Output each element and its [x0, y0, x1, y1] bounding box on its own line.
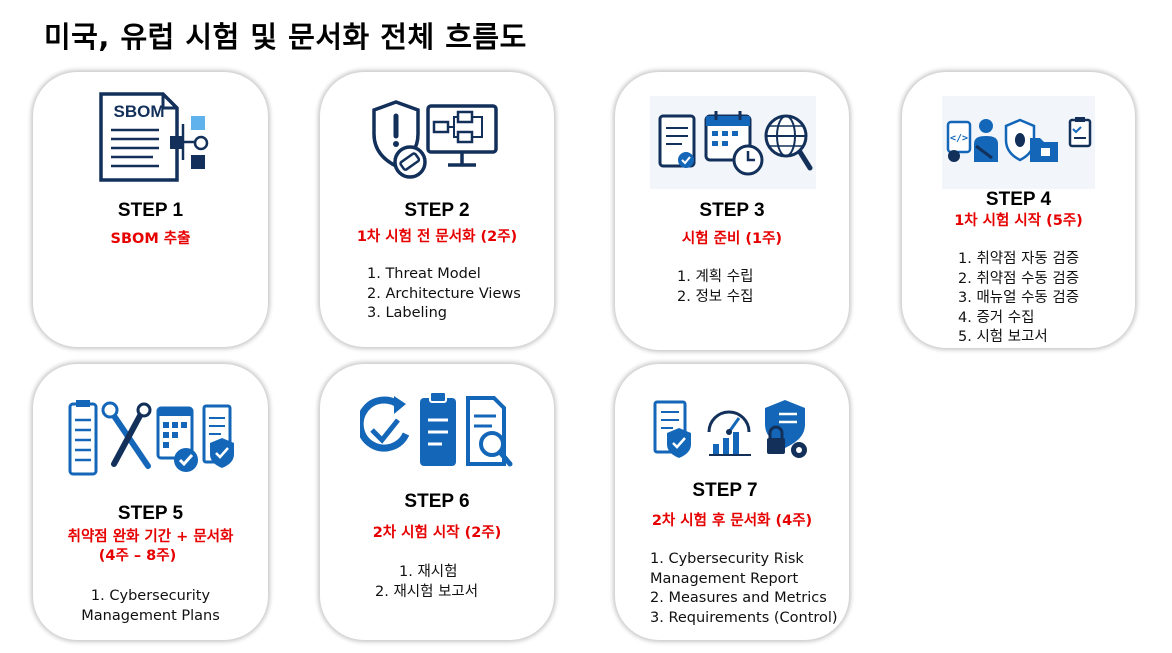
page-title: 미국, 유럽 시험 및 문서화 전체 흐름도: [44, 20, 527, 54]
step-7-subtitle: 2차 시험 후 문서화 (4주): [651, 513, 813, 529]
step-7-label: STEP 7: [692, 480, 758, 501]
bug-shield-icon: [1004, 118, 1036, 162]
step-4-icons: </>: [942, 96, 1095, 189]
step-2-label: STEP 2: [404, 200, 470, 221]
tools-icon: [101, 401, 152, 469]
step-5-icons: [68, 400, 234, 476]
gauge-chart-icon: [707, 410, 751, 456]
step-5-label: STEP 5: [117, 503, 184, 524]
step-5-subtitle-line-2: (4주 – 8주): [98, 548, 177, 564]
tag-icon: [393, 145, 427, 179]
list-item: 3. 매뉴얼 수동 검증: [958, 290, 1080, 306]
step-1-subtitle: SBOM 추출: [110, 231, 191, 247]
calendar-clock-icon: [704, 111, 764, 176]
step-7-card: STEP 7 2차 시험 후 문서화 (4주) 1. Cybersecurity…: [615, 364, 849, 640]
list-item: 5. 시험 보고서: [958, 329, 1048, 345]
refresh-check-icon: [360, 396, 410, 452]
step-5-subtitle-line-1: 취약점 완화 기간 + 문서화: [67, 529, 234, 545]
list-item: 3. Labeling: [367, 305, 447, 321]
list-item: 2. Architecture Views: [367, 285, 521, 302]
step-3-subtitle: 시험 준비 (1주): [681, 231, 783, 247]
list-item: 1. 재시험: [399, 564, 458, 580]
list-item: 1. 취약점 자동 검증: [958, 251, 1080, 267]
sbom-document-icon: SBOM: [99, 92, 209, 182]
list-item: 1. Cybersecurity: [90, 588, 211, 604]
list-item: 2. 취약점 수동 검증: [958, 270, 1080, 287]
step-6-label: STEP 6: [404, 491, 470, 512]
step-3-icons: [650, 96, 816, 189]
step-3-label: STEP 3: [699, 200, 765, 221]
step-2-subtitle: 1차 시험 전 문서화 (2주): [356, 229, 518, 245]
step-6-card: STEP 6 2차 시험 시작 (2주) 1. 재시험 2. 재시험 보고서: [320, 364, 554, 640]
list-item: 1. 계획 수립: [677, 269, 754, 285]
step-4-subtitle: 1차 시험 시작 (5주): [954, 213, 1083, 229]
list-item: 1. Threat Model: [367, 266, 481, 282]
clipboard-check-icon: [1068, 117, 1092, 148]
svg-text:SBOM: SBOM: [114, 102, 165, 121]
step-5-list: 1. Cybersecurity Management Plans: [33, 587, 268, 626]
monitor-flowchart-icon: [426, 104, 498, 167]
list-item: 2. 정보 수집: [677, 288, 754, 305]
list-item: 2. 재시험 보고서: [375, 583, 479, 600]
folder-lock-icon: [1030, 138, 1058, 162]
list-item: 1. Cybersecurity Risk: [650, 551, 804, 567]
lock-gear-checklist-icon: [765, 400, 807, 458]
step-1-label: STEP 1: [117, 200, 184, 221]
step-2-icons: [372, 100, 498, 179]
step-4-card: </> STEP 4 1차 시험 시작 (5주) 1. 취약점 자동 검증 2.…: [902, 72, 1135, 348]
step-1-card: SBOM STEP 1 SBOM 추출: [33, 72, 268, 347]
step-2-card: STEP 2 1차 시험 전 문서화 (2주) 1. Threat Model …: [320, 72, 554, 347]
step-4-list: 1. 취약점 자동 검증 2. 취약점 수동 검증 3. 매뉴얼 수동 검증 4…: [958, 250, 1079, 348]
step-5-card: STEP 5 취약점 완화 기간 + 문서화 (4주 – 8주) 1. Cybe…: [33, 364, 268, 640]
clipboard-list-icon: [68, 400, 98, 476]
clipboard-icon: [420, 391, 456, 466]
list-item: 4. 증거 수집: [958, 309, 1035, 326]
step-2-list: 1. Threat Model 2. Architecture Views 3.…: [367, 265, 521, 324]
step-7-list: 1. Cybersecurity Risk Management Report …: [650, 550, 838, 628]
step-3-list: 1. 계획 수립 2. 정보 수집: [677, 268, 753, 307]
tree-diagram-icon: [170, 116, 209, 169]
calendar-check-icon: [156, 406, 198, 472]
list-item: Management Plans: [81, 607, 220, 624]
document-shield-icon: [202, 404, 234, 468]
list-item: 3. Requirements (Control): [650, 609, 838, 626]
step-4-label: STEP 4: [985, 189, 1052, 210]
checklist-document-icon: [658, 114, 696, 168]
step-6-subtitle: 2차 시험 시작 (2주): [372, 525, 502, 541]
step-3-card: STEP 3 시험 준비 (1주) 1. 계획 수립 2. 정보 수집: [615, 72, 849, 350]
globe-search-icon: [764, 114, 813, 171]
document-shield-icon: [653, 400, 691, 458]
list-item: 2. Measures and Metrics: [650, 590, 827, 606]
step-7-icons: [653, 400, 807, 458]
step-6-icons: [360, 391, 513, 467]
svg-text:</>: </>: [950, 133, 968, 144]
document-search-icon: [466, 396, 513, 467]
step-6-list: 1. 재시험 2. 재시험 보고서: [375, 563, 478, 602]
person-wrench-icon: [974, 119, 998, 162]
list-item: Management Report: [650, 570, 799, 587]
code-tablet-icon: </>: [946, 120, 972, 162]
